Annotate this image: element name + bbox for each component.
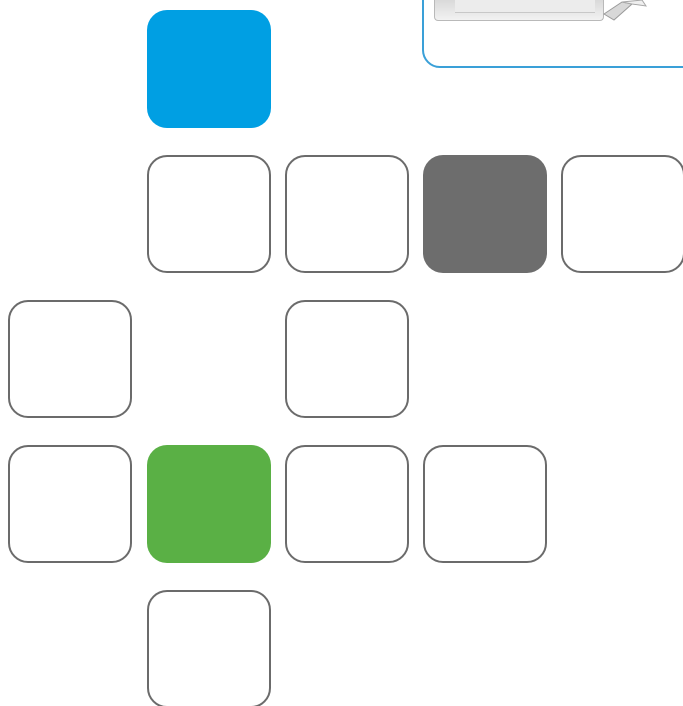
tile-empty[interactable] bbox=[285, 300, 409, 418]
fixture-image-detail bbox=[455, 0, 595, 13]
tile-filled[interactable] bbox=[147, 10, 271, 128]
tile-filled[interactable] bbox=[423, 155, 547, 273]
tile-empty[interactable] bbox=[561, 155, 683, 273]
tile-empty[interactable] bbox=[285, 155, 409, 273]
tile-empty[interactable] bbox=[147, 590, 271, 706]
fixture-image-icon bbox=[434, 0, 604, 21]
fixture-bracket-icon bbox=[602, 0, 672, 22]
tile-empty[interactable] bbox=[8, 445, 132, 563]
tile-empty[interactable] bbox=[8, 300, 132, 418]
tile-empty[interactable] bbox=[147, 155, 271, 273]
tile-empty[interactable] bbox=[423, 445, 547, 563]
tile-filled[interactable] bbox=[147, 445, 271, 563]
preview-card bbox=[422, 0, 683, 68]
tile-empty[interactable] bbox=[285, 445, 409, 563]
